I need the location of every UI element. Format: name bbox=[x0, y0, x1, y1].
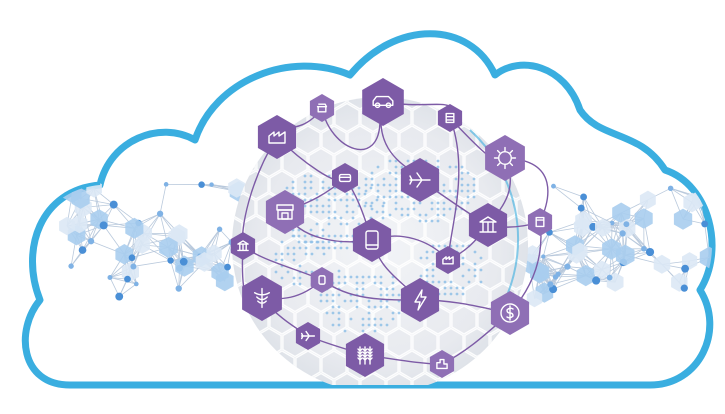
wheat-icon bbox=[358, 347, 372, 364]
